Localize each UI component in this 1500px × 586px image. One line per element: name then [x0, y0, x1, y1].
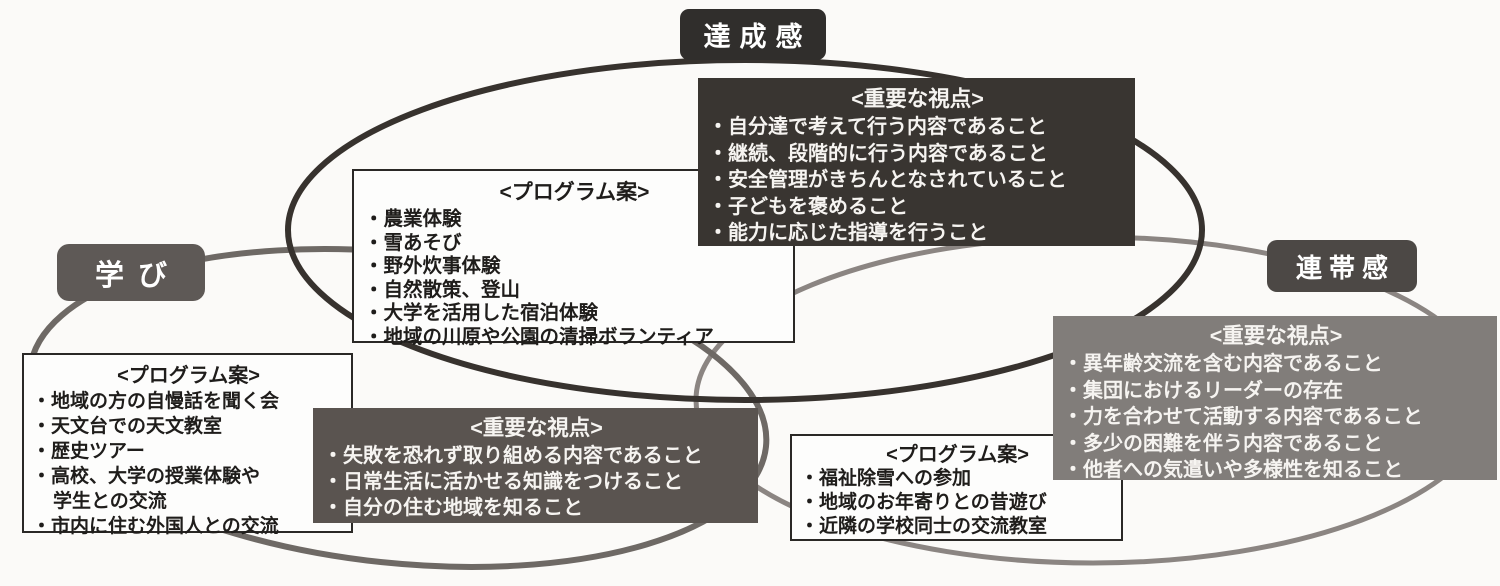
- box-item: ・異年齢交流を含む内容であること: [1063, 353, 1383, 375]
- box-item: ・歴史ツアー: [32, 441, 145, 462]
- label-solidarity: 連帯感: [1267, 240, 1417, 292]
- achievement-ellipse: [285, 57, 1205, 403]
- box-item: ・能力に応じた指導を行うこと: [708, 222, 988, 244]
- box-item: ・雪あそび: [364, 231, 462, 254]
- box-items: ・異年齢交流を含む内容であること・集団におけるリーダーの存在・力を合わせて活動す…: [1063, 351, 1489, 484]
- box-item: ・自然散策、登山: [364, 278, 521, 301]
- box-title: <重要な視点>: [851, 87, 984, 111]
- box-title: <重要な視点>: [470, 416, 603, 440]
- box-title: <プログラム案>: [886, 444, 1029, 466]
- box-item: ・高校、大学の授業体験や: [32, 466, 261, 487]
- box-item: ・力を合わせて活動する内容であること: [1063, 406, 1423, 428]
- program-box-learning: <プログラム案> ・地域の方の自慢話を聞く会・天文台での天文教室・歴史ツアー・高…: [22, 353, 353, 537]
- box-item: ・地域の方の自慢話を聞く会: [32, 391, 280, 412]
- viewpoint-box-achievement: <重要な視点> ・自分達で考えて行う内容であること・継続、段階的に行う内容である…: [698, 78, 1135, 246]
- box-item: ・自分の住む地域を知ること: [323, 497, 583, 519]
- box-item: ・安全管理がきちんとなされていること: [708, 169, 1067, 191]
- box-item: ・野外炊事体験: [364, 255, 501, 277]
- label-achievement: 達成感: [680, 9, 826, 60]
- box-title: <プログラム案>: [117, 365, 260, 387]
- box-item: ・他者への気遣いや多様性を知ること: [1063, 459, 1403, 481]
- box-items: ・失敗を恐れず取り組める内容であること・日常生活に活かせる知識をつけること・自分…: [323, 443, 750, 521]
- box-item: 学生との交流: [53, 491, 167, 512]
- box-item: ・福祉除雪への参加: [800, 468, 972, 489]
- box-items: ・農業体験・雪あそび・野外炊事体験・自然散策、登山・大学を活用した宿泊体験・地域…: [364, 208, 785, 349]
- box-item: ・地域のお年寄りとの昔遊び: [800, 492, 1047, 513]
- box-item: ・子どもを褒めること: [708, 195, 908, 218]
- program-box-solidarity: <プログラム案> ・福祉除雪への参加・地域のお年寄りとの昔遊び・近隣の学校同士の…: [790, 434, 1123, 541]
- box-items: ・福祉除雪への参加・地域のお年寄りとの昔遊び・近隣の学校同士の交流教室: [800, 467, 1115, 539]
- label-learning: 学び: [57, 244, 205, 301]
- box-title: <プログラム案>: [499, 181, 650, 204]
- box-items: ・自分達で考えて行う内容であること・継続、段階的に行う内容であること・安全管理が…: [708, 114, 1127, 247]
- box-item: ・自分達で考えて行う内容であること: [708, 116, 1047, 138]
- box-item: ・集団におけるリーダーの存在: [1063, 379, 1343, 402]
- viewpoint-box-learning: <重要な視点> ・失敗を恐れず取り組める内容であること・日常生活に活かせる知識を…: [313, 408, 758, 523]
- box-item: ・失敗を恐れず取り組める内容であること: [323, 445, 703, 467]
- box-item: ・地域の川原や公園の清掃ボランティア: [364, 325, 714, 348]
- box-items: ・地域の方の自慢話を聞く会・天文台での天文教室・歴史ツアー・高校、大学の授業体験…: [32, 389, 345, 539]
- box-title: <重要な視点>: [1209, 324, 1343, 348]
- box-item: ・大学を活用した宿泊体験: [364, 302, 599, 324]
- box-item: ・天文台での天文教室: [32, 416, 223, 437]
- box-item: ・日常生活に活かせる知識をつけること: [323, 471, 683, 493]
- box-item: ・市内に住む外国人との交流: [32, 516, 279, 537]
- box-item: ・多少の困難を伴う内容であること: [1063, 432, 1383, 455]
- viewpoint-box-solidarity: <重要な視点> ・異年齢交流を含む内容であること・集団におけるリーダーの存在・力…: [1053, 316, 1497, 481]
- box-item: ・近隣の学校同士の交流教室: [800, 516, 1048, 537]
- box-item: ・農業体験: [364, 208, 462, 230]
- box-item: ・継続、段階的に行う内容であること: [708, 142, 1048, 165]
